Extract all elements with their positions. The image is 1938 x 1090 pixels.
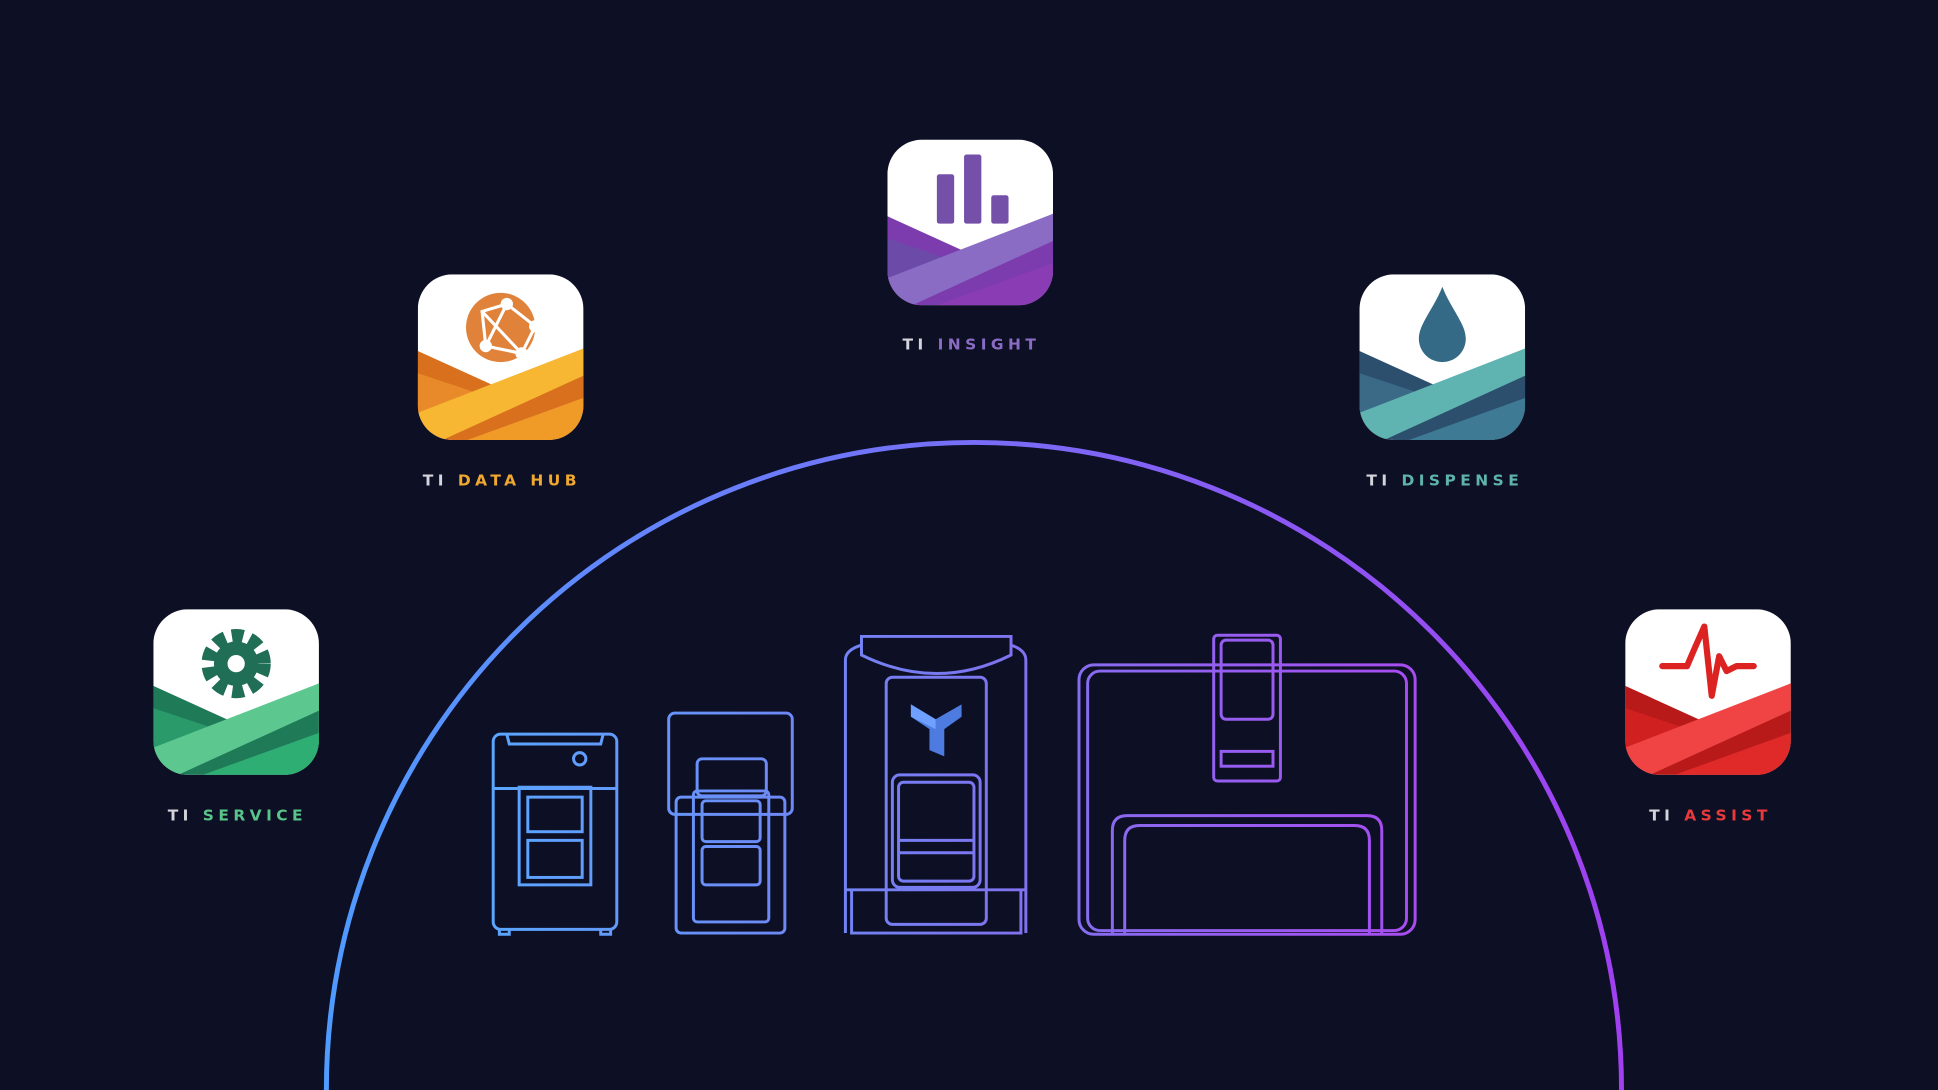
app-icon-insight[interactable]: [887, 139, 1054, 306]
network-globe-icon: [466, 292, 542, 363]
instrument-logo-icon: [910, 704, 962, 757]
app-icon-data-hub[interactable]: [417, 274, 584, 440]
app-icon-dispense[interactable]: [1359, 274, 1526, 440]
heartbeat-pulse-icon: [1659, 623, 1757, 699]
bar-chart-icon: [936, 154, 1009, 224]
ecosystem-arc: [323, 439, 1624, 1090]
water-drop-icon: [1418, 286, 1466, 363]
instrument-small-cabinet: [491, 732, 619, 936]
instrument-tall-dispenser: [843, 634, 1028, 935]
app-icon-assist[interactable]: [1625, 609, 1791, 775]
app-icon-service[interactable]: [153, 609, 319, 775]
instrument-compact-unit: [667, 711, 794, 935]
instrument-large-workstation: [1077, 633, 1417, 936]
instrument-lineup: [491, 633, 1417, 936]
gear-icon: [201, 629, 271, 699]
